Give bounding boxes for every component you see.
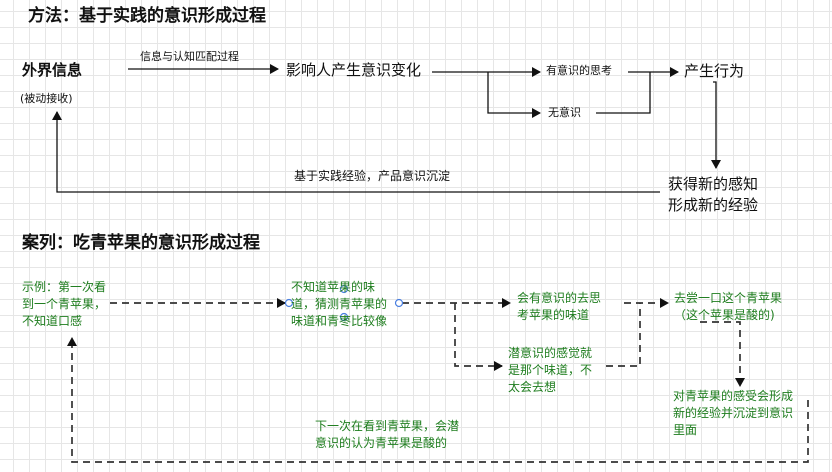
next-time-edge-label: 下一次在看到青苹果，会潜 意识的认为青苹果是酸的 — [315, 418, 485, 452]
handle-right — [394, 298, 404, 308]
external-info-label: 外界信息 — [22, 61, 83, 79]
handle-bottom — [339, 312, 349, 322]
conscious-think-node: 有意识的思考 — [546, 64, 612, 77]
taste-line1: 去尝一口这个青苹果 — [674, 291, 783, 305]
conscious-line1: 会有意识的去思 — [517, 291, 602, 305]
experience-line3: 里面 — [673, 423, 698, 437]
dashed-taste-to-experience — [700, 321, 745, 387]
arrow-feedback-loop — [52, 111, 660, 193]
handle-top — [339, 284, 349, 294]
arrow-behavior-to-perception — [711, 81, 721, 169]
conscious-line2: 考苹果的味道 — [517, 308, 590, 322]
behavior-node: 产生行为 — [684, 62, 745, 80]
next-time-line1: 下一次在看到青苹果，会潜 — [315, 419, 460, 433]
example-line3: 不知道口感 — [22, 314, 83, 328]
new-perception-line2: 形成新的经验 — [668, 196, 759, 214]
influence-node: 影响人产生意识变化 — [286, 61, 422, 79]
taste-line2: （这个苹果是酸的) — [674, 308, 775, 322]
taste-node: 去尝一口这个青苹果 （这个苹果是酸的) — [674, 290, 804, 324]
subconscious-line3: 太会去想 — [508, 380, 557, 394]
new-perception-node: 获得新的感知 形成新的经验 — [668, 174, 758, 216]
example-line1: 示例：第一次看 — [22, 280, 107, 294]
example-node: 示例：第一次看 到一个青苹果， 不知道口感 — [22, 279, 122, 330]
dashed-subconscious-to-taste — [606, 303, 641, 367]
unconscious-node: 无意识 — [548, 106, 581, 119]
subconscious-line2: 是那个味道，不 — [508, 363, 593, 377]
guess-line3: 味道和青枣比较像 — [291, 314, 388, 328]
feedback-edge-label: 基于实践经验，产品意识沉淀 — [294, 169, 451, 183]
experience-node: 对青苹果的感受会形成 新的经验并沉淀到意识 里面 — [673, 388, 813, 439]
dashed-experience-loop — [67, 337, 809, 463]
conscious-node: 会有意识的去思 考苹果的味道 — [517, 290, 627, 324]
next-time-line2: 意识的认为青苹果是酸的 — [315, 436, 448, 450]
section2-title: 案列：吃青苹果的意识形成过程 — [22, 233, 260, 253]
experience-line1: 对青苹果的感受会形成 — [673, 389, 794, 403]
arrow-influence-to-unconscious — [487, 72, 541, 118]
section1-title: 方法：基于实践的意识形成过程 — [28, 6, 266, 26]
example-line2: 到一个青苹果， — [22, 297, 107, 311]
dashed-guess-to-subconscious — [454, 303, 503, 371]
guess-line1: 不知道苹果的味 — [291, 280, 376, 294]
handle-left — [284, 298, 294, 308]
passive-receive-label: (被动接收) — [20, 92, 73, 105]
guess-line2: 道，猜测青苹果的 — [291, 297, 388, 311]
new-perception-line1: 获得新的感知 — [668, 175, 759, 193]
edge-label-match: 信息与认知匹配过程 — [140, 50, 239, 63]
guess-node[interactable]: 不知道苹果的味 道，猜测青苹果的 味道和青枣比较像 — [291, 279, 403, 330]
subconscious-node: 潜意识的感觉就 是那个味道，不 太会去想 — [508, 345, 612, 396]
subconscious-line1: 潜意识的感觉就 — [508, 346, 593, 360]
arrow-unconscious-to-behavior — [596, 72, 651, 114]
experience-line2: 新的经验并沉淀到意识 — [673, 406, 794, 420]
